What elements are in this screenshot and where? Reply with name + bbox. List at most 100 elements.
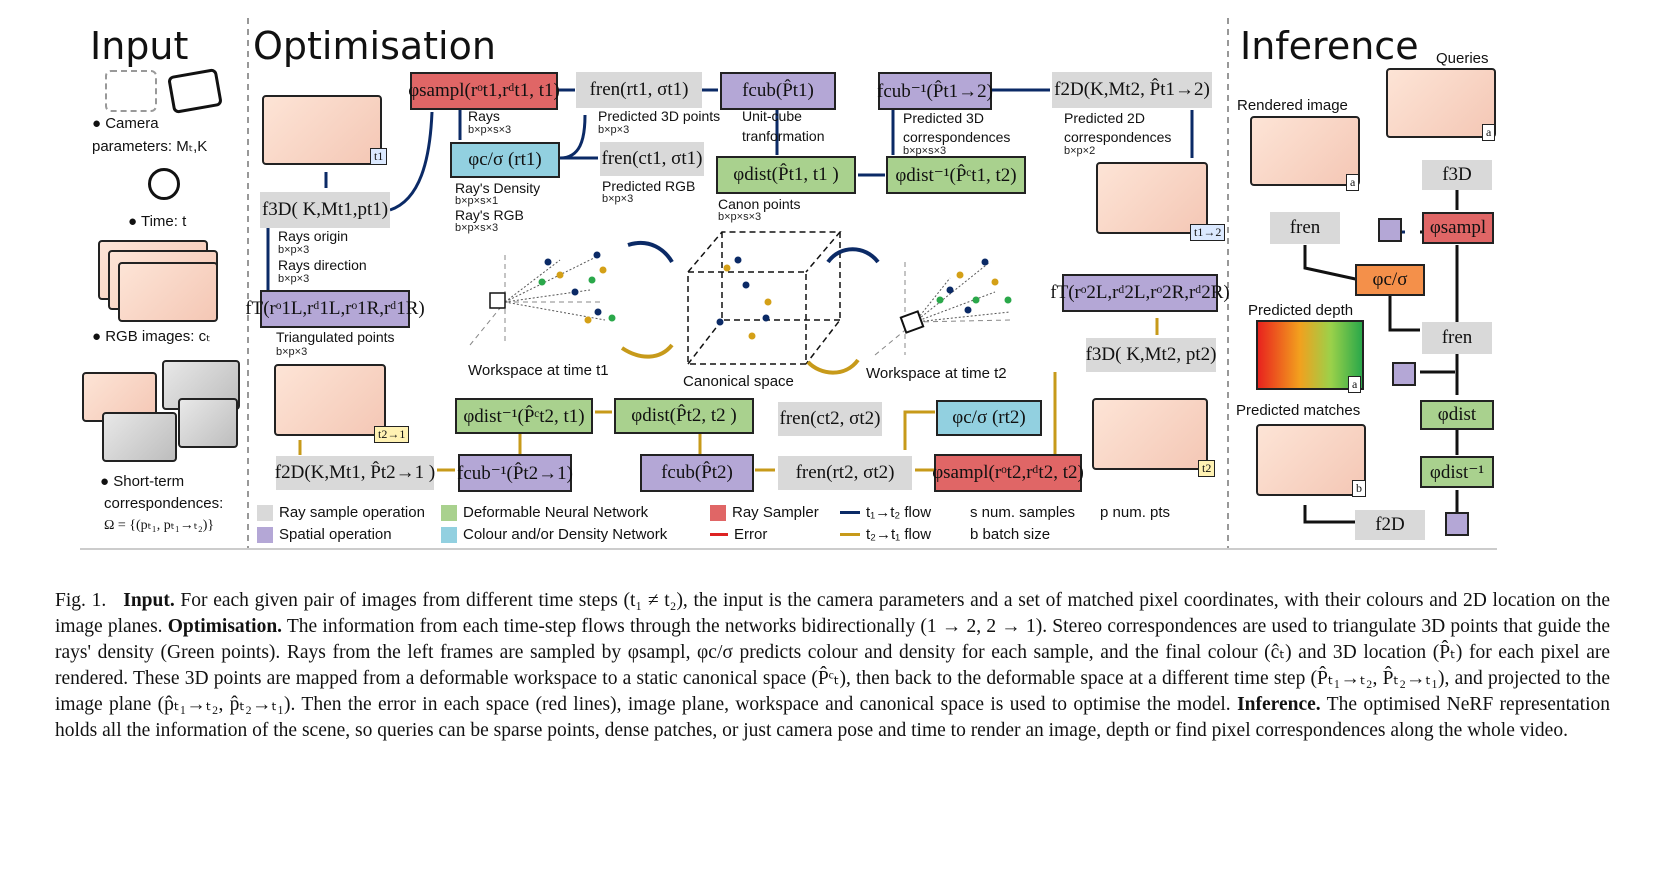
section-inference: Inference — [1240, 24, 1419, 68]
camera-label: ● Camera — [92, 115, 159, 132]
f2d-t21-box: f2D(K,Mt1, P̂t2→1 ) — [275, 456, 435, 490]
fcub-inv-t12-box: fcub⁻¹(P̂t1→2) — [877, 72, 993, 110]
inf-spatial-square-1 — [1378, 218, 1402, 242]
legend-error-line — [710, 533, 728, 536]
corr-image-4 — [178, 398, 238, 448]
tag-a-depth: a — [1348, 376, 1362, 393]
pred-rgb-label: Predicted RGB — [602, 178, 696, 194]
clock-icon — [148, 168, 180, 200]
inf-f3d-box: f3D — [1422, 160, 1492, 190]
f3d-t1-box: f3D( K,Mt1,pt1) — [260, 192, 390, 228]
time-label: ● Time: t — [128, 213, 187, 230]
tag-t2: t2 — [1198, 460, 1216, 477]
pred3dcorr-dim: b×p×s×3 — [903, 145, 947, 157]
inf-fren2-box: fren — [1422, 322, 1492, 354]
legend-swatch-gray — [257, 504, 273, 521]
tag-b-matches: b — [1352, 480, 1366, 497]
inf-spatial-square-3 — [1445, 512, 1469, 536]
phi-sampl-t1-box: φsampl(rᵒt1,rᵈt1, t1) — [408, 72, 560, 110]
pred3d-label: Predicted 3D points — [598, 108, 721, 124]
phi-dist-inv-t2-box: φdist⁻¹(P̂ᶜt2, t1) — [455, 398, 593, 434]
corr-image-3 — [102, 412, 177, 462]
legend-swatch-cyan — [441, 526, 457, 543]
frame-t12-image — [1096, 162, 1208, 234]
legend-deformable: Deformable Neural Network — [441, 504, 648, 521]
caption-optimisation-heading: Optimisation. — [167, 616, 283, 637]
ray-rgb-dim: b×p×s×3 — [455, 222, 499, 234]
pred2dcorr-label: Predicted 2D — [1064, 110, 1145, 126]
legend-s: s num. samples — [970, 504, 1076, 521]
workspace-t2-label: Workspace at time t2 — [866, 365, 1007, 382]
workspace-t1-label: Workspace at time t1 — [468, 362, 609, 379]
depth-image — [1256, 320, 1364, 390]
inf-phidist-box: φdist — [1420, 400, 1494, 430]
pred2dcorr-label-2: correspondences — [1064, 129, 1172, 145]
camera-params-label: parameters: Mₜ,K — [92, 138, 208, 155]
rays-origin-dim: b×p×3 — [278, 244, 310, 256]
inf-phisampl-box: φsampl — [1422, 212, 1494, 244]
depth-label: Predicted depth — [1248, 302, 1354, 319]
transformation-label: tranformation — [742, 128, 825, 144]
ray-density-dim: b×p×s×1 — [455, 195, 499, 207]
inf-f2d-box: f2D — [1355, 510, 1425, 540]
fren-ct1-box: fren(ct1, σt1) — [600, 142, 704, 176]
frame-t2-image — [1092, 398, 1208, 470]
rays-origin-label: Rays origin — [278, 228, 349, 244]
f2d-t12-box: f2D(K,Mt2, P̂t1→2) — [1052, 72, 1212, 108]
caption-optimisation-text: The information from each time-step flow… — [55, 616, 1610, 715]
fren-rt2-box: fren(rt2, σt2) — [778, 456, 912, 490]
inf-spatial-square-2 — [1392, 362, 1416, 386]
ft-2-box: fT(rᵒ2L,rᵈ2L,rᵒ2R,rᵈ2R) — [1050, 274, 1230, 312]
fren-ct2-box: fren(ct2, σt2) — [778, 402, 882, 436]
matches-image — [1256, 424, 1366, 496]
short-term-label: ● Short-term — [100, 473, 185, 490]
ray-rgb-label: Ray's RGB — [455, 207, 524, 223]
legend-sampler: Ray Sampler — [710, 504, 819, 521]
tri-label: Triangulated points — [276, 329, 395, 345]
section-input: Input — [90, 24, 189, 68]
tri-dim: b×p×3 — [276, 346, 308, 358]
camera-icon-dashed — [105, 70, 157, 112]
frame-t21-image — [274, 364, 386, 436]
matches-label: Predicted matches — [1236, 402, 1361, 419]
short-term-label-2: correspondences: — [104, 495, 224, 512]
legend-colour: Colour and/or Density Network — [441, 526, 667, 543]
caption-inference-heading: Inference. — [1237, 694, 1321, 715]
pred2dcorr-dim: b×p×2 — [1064, 145, 1096, 157]
pred-rgb-dim: b×p×3 — [602, 193, 634, 205]
inf-fren1-box: fren — [1270, 212, 1340, 244]
phi-cs-t2-box: φc/σ (rt2) — [936, 400, 1042, 436]
figure-caption: Fig. 1. Input. For each given pair of im… — [55, 588, 1610, 744]
inf-phidistinv-box: φdist⁻¹ — [1420, 456, 1494, 488]
tag-a-queries: a — [1482, 124, 1496, 141]
tag-t12: t1→2 — [1190, 224, 1226, 241]
legend-arrow-gold — [840, 533, 860, 536]
caption-input-text: For each given pair of images from diffe… — [55, 590, 1611, 637]
legend-flow-12: t₁→t₂ flow — [840, 504, 931, 521]
section-optimisation: Optimisation — [253, 24, 496, 68]
phi-dist-inv-t1-box: φdist⁻¹(P̂ᶜt1, t2) — [886, 156, 1026, 194]
phi-dist-t1-box: φdist(P̂t1, t1 ) — [716, 156, 856, 194]
legend-swatch-red — [710, 504, 726, 521]
fren-rt1-box: fren(rt1, σt1) — [576, 72, 702, 108]
legend-b: b batch size — [970, 526, 1051, 543]
phi-cs-t1-box: φc/σ (rt1) — [450, 142, 560, 178]
caption-fig: Fig. 1. — [55, 590, 107, 611]
legend-ray-sample: Ray sample operation — [257, 504, 425, 521]
frame-t1-image — [262, 95, 382, 165]
ray-density-label: Ray's Density — [455, 180, 541, 196]
rendered-label: Rendered image — [1237, 97, 1348, 114]
tag-t21: t2→1 — [374, 426, 410, 443]
queries-image — [1386, 68, 1496, 138]
legend-swatch-purple — [257, 526, 273, 543]
legend-error: Error — [710, 526, 767, 543]
fcub-t1-box: fcub(P̂t1) — [720, 72, 836, 110]
legend-flow-21: t₂→t₁ flow — [840, 526, 931, 543]
omega-label: Ω = {(pₜ₁, pₜ₁→ₜ₂)} — [104, 518, 215, 533]
rays-direction-label: Rays direction — [278, 257, 367, 273]
pred3dcorr-label-2: correspondences — [903, 129, 1011, 145]
tag-a-rendered: a — [1346, 174, 1360, 191]
caption-input-heading: Input. — [123, 590, 175, 611]
pred3dcorr-label: Predicted 3D — [903, 110, 984, 126]
tag-t1: t1 — [370, 148, 388, 165]
